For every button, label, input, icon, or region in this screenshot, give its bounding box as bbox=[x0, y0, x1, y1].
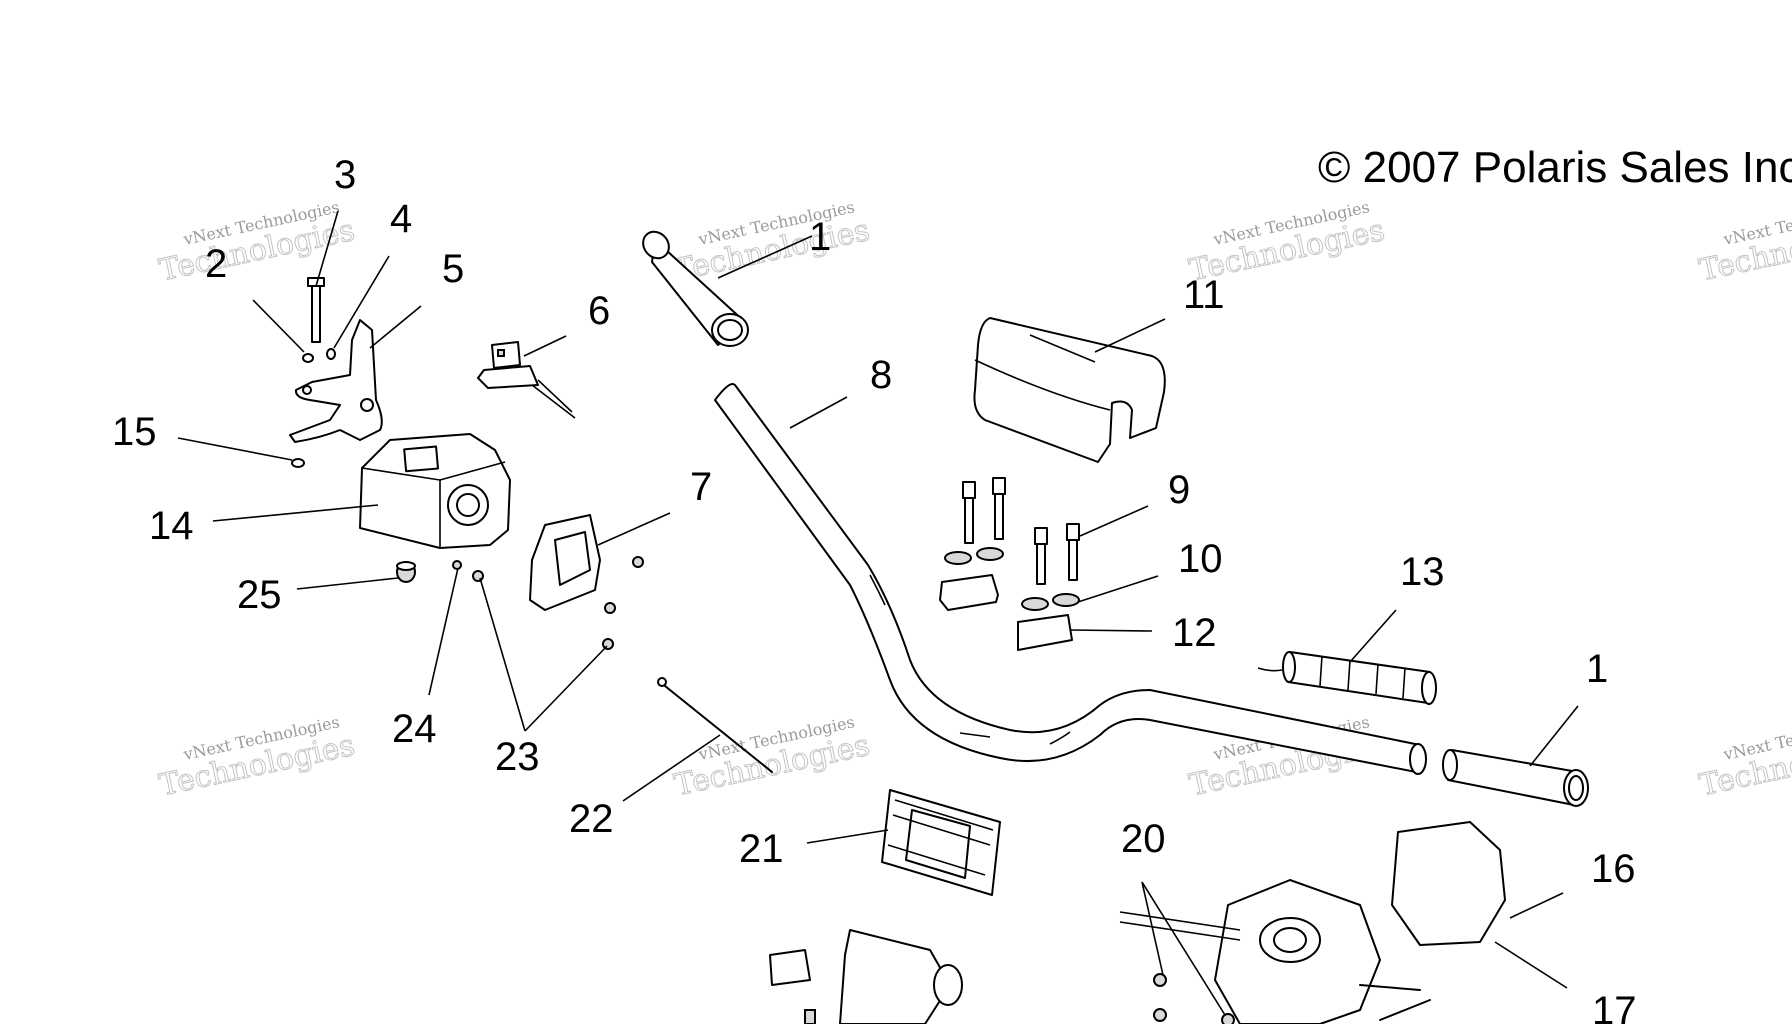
part-housing-14 bbox=[359, 433, 511, 549]
callout-24: 24 bbox=[392, 707, 437, 751]
callout-16: 16 bbox=[1591, 847, 1636, 891]
part-bracket-5 bbox=[289, 319, 383, 443]
part-washer-2 bbox=[302, 353, 314, 363]
callout-13: 13 bbox=[1400, 550, 1445, 594]
copyright-text: © 2007 Polaris Sales Inc. bbox=[1318, 143, 1792, 192]
part-handlebar bbox=[714, 383, 1427, 775]
watermark: vNext Technologies Technologies bbox=[1696, 197, 1792, 289]
part-bolts-and-clamps bbox=[939, 477, 1080, 651]
callout-labels: 3 4 5 2 6 1 8 11 15 14 7 9 10 13 25 12 1… bbox=[112, 153, 1637, 1024]
callout-14: 14 bbox=[149, 504, 194, 548]
callout-10: 10 bbox=[1178, 537, 1223, 581]
callout-1-right: 1 bbox=[1586, 647, 1608, 691]
callout-15: 15 bbox=[112, 410, 157, 454]
callout-6: 6 bbox=[588, 289, 610, 333]
part-washer-4 bbox=[326, 348, 336, 360]
part-grip-13 bbox=[1257, 651, 1437, 705]
part-lower-assembly bbox=[769, 821, 1506, 1024]
callout-22: 22 bbox=[569, 797, 614, 841]
watermark: vNext Technologies Technologies bbox=[1696, 712, 1792, 804]
part-cover-7 bbox=[529, 514, 601, 611]
callout-21: 21 bbox=[739, 827, 784, 871]
watermark: vNext Technologies Technologies bbox=[156, 197, 358, 289]
part-bracket-21 bbox=[881, 789, 1001, 896]
callout-17: 17 bbox=[1592, 989, 1637, 1024]
part-pin-22 bbox=[657, 677, 773, 773]
part-screws bbox=[452, 556, 644, 650]
leader-lines bbox=[177, 210, 1579, 1016]
watermark: vNext Technologies Technologies bbox=[671, 197, 873, 289]
part-plug-25 bbox=[396, 561, 416, 583]
callout-12: 12 bbox=[1172, 611, 1217, 655]
part-grip-right bbox=[1442, 749, 1589, 807]
part-bolt-3 bbox=[307, 277, 325, 343]
callout-4: 4 bbox=[390, 197, 412, 241]
part-switch-6 bbox=[477, 341, 576, 419]
part-handlebar-pad bbox=[973, 317, 1166, 463]
callout-2: 2 bbox=[205, 242, 227, 286]
callout-23: 23 bbox=[495, 735, 540, 779]
callout-8: 8 bbox=[870, 353, 892, 397]
callout-9: 9 bbox=[1168, 468, 1190, 512]
watermark: vNext Technologies Technologies bbox=[671, 712, 873, 804]
watermark: vNext Technologies Technologies bbox=[156, 712, 358, 804]
callout-20: 20 bbox=[1121, 817, 1166, 861]
callout-5: 5 bbox=[442, 247, 464, 291]
callout-7: 7 bbox=[690, 465, 712, 509]
callout-11: 11 bbox=[1183, 273, 1225, 317]
part-washer-15 bbox=[291, 458, 305, 468]
callout-1-top: 1 bbox=[809, 215, 831, 259]
callout-3: 3 bbox=[334, 153, 356, 197]
part-grip-top bbox=[642, 230, 749, 347]
callout-25: 25 bbox=[237, 573, 282, 617]
